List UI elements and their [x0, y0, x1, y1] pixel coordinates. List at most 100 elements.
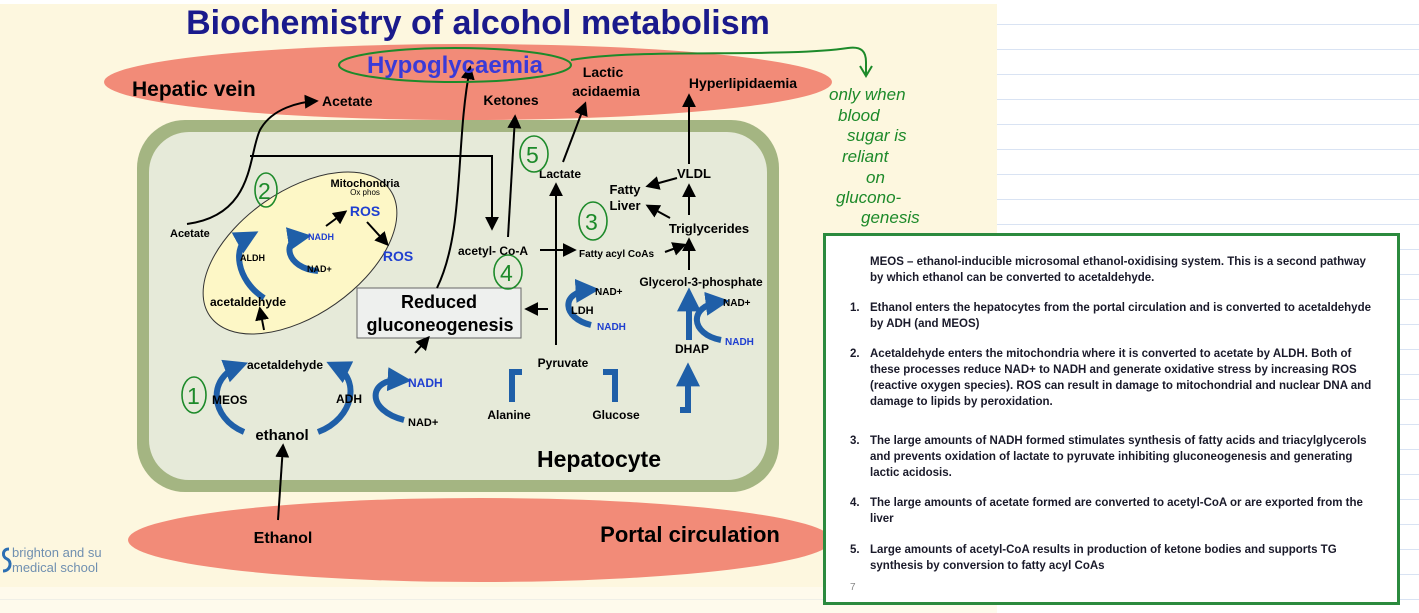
- ldh-nad-cycle-arrow: [565, 278, 600, 328]
- dhap-label: DHAP: [675, 342, 709, 356]
- annotation-pointer-line: [570, 46, 867, 74]
- list-item-text: Ethanol enters the hepatocytes from the …: [870, 302, 1372, 330]
- ethanol-portal-label: Ethanol: [254, 530, 313, 547]
- ldh-nadh-label: NADH: [597, 322, 626, 333]
- acetate-export-label: Acetate: [322, 93, 373, 109]
- step-number-5: 5: [526, 142, 539, 168]
- school-logo-icon: [2, 547, 12, 573]
- ox-phos-label: Ox phos: [350, 188, 380, 197]
- lactic-label-line2: acidaemia: [572, 83, 640, 99]
- list-item-number: 2.: [850, 348, 860, 360]
- aldh-arrow: [231, 231, 266, 301]
- ethanol-entry-arrow: [275, 443, 290, 521]
- step-number-4: 4: [500, 260, 513, 286]
- list-item-text: The large amounts of NADH formed stimula…: [870, 435, 1367, 479]
- list-item-number: 4.: [850, 497, 860, 509]
- logo-line-2: medical school: [12, 560, 98, 575]
- notes-intro: MEOS – ethanol-inducible microsomal etha…: [870, 256, 1366, 284]
- mito-acetaldehyde-label: acetaldehyde: [210, 295, 286, 309]
- glucose-to-dhap-arrow: [676, 362, 700, 413]
- lactate-to-acidaemia-arrow: [562, 101, 588, 163]
- step-circle-2: [254, 172, 278, 208]
- ros-label-1: ROS: [350, 203, 380, 219]
- note-line-3: sugar is: [847, 126, 907, 145]
- hepatocyte-label: Hepatocyte: [537, 446, 661, 472]
- dhap-nadh-label: NADH: [725, 337, 754, 348]
- list-item-number: 5.: [850, 544, 860, 556]
- step-circle-5: [519, 135, 549, 173]
- fatty-acyl-coas-label: Fatty acyl CoAs: [579, 249, 654, 260]
- step-number-1: 1: [187, 383, 200, 409]
- fatty-acyl-to-triglycerides-arrow: [664, 242, 687, 256]
- adh-nad-cycle-arrow: [372, 367, 412, 423]
- portal-circulation-vessel: [128, 498, 832, 582]
- dhap-nad-cycle-arrow: [693, 291, 730, 343]
- ldh-label: LDH: [571, 305, 594, 317]
- fatty-liver-label-line2: Liver: [609, 198, 640, 213]
- cytosol-acetaldehyde-label: acetaldehyde: [247, 358, 323, 372]
- alanine-label: Alanine: [487, 408, 531, 422]
- step-circle-1: [181, 376, 207, 414]
- adh-nadh-label: NADH: [408, 376, 443, 390]
- note-line-6: glucono-: [836, 188, 902, 207]
- mito-nadh-label: NADH: [308, 232, 334, 242]
- handwritten-annotations: [338, 46, 873, 83]
- ldh-nad-label: NAD+: [595, 287, 623, 298]
- glucose-to-pyruvate-arrow: [603, 369, 618, 402]
- list-item-number: 3.: [850, 435, 860, 447]
- list-item-text: The large amounts of acetate formed are …: [870, 497, 1363, 525]
- list-item-number: 1.: [850, 302, 860, 314]
- slide-number: 7: [850, 582, 856, 593]
- note-line-4: reliant: [842, 147, 890, 166]
- lactate-label: Lactate: [539, 167, 581, 181]
- school-logo-text: brighton and su medical school: [12, 545, 102, 575]
- acetaldehyde-into-mitochondria-arrow: [255, 306, 269, 331]
- hypoglycaemia-circle: [338, 47, 572, 83]
- meos-label: MEOS: [212, 393, 247, 407]
- nadh-to-ros-arrow: [325, 210, 348, 227]
- acetate-export-arrow: [186, 94, 319, 225]
- list-item-text: Acetaldehyde enters the mitochondria whe…: [870, 348, 1372, 408]
- mitochondrion: [202, 171, 398, 335]
- meos-arrow: [213, 359, 248, 435]
- aldh-label: ALDH: [240, 253, 265, 263]
- list-item-text: Large amounts of acetyl-CoA results in p…: [870, 544, 1337, 572]
- ethanol-cell-label: ethanol: [255, 427, 308, 444]
- logo-line-1: brighton and su: [12, 545, 102, 560]
- ketones-label: Ketones: [483, 92, 538, 108]
- lactic-label-line1: Lactic: [583, 64, 624, 80]
- note-line-1: only when: [829, 85, 906, 104]
- slide-title: Biochemistry of alcohol metabolism: [186, 4, 770, 42]
- note-line-5: on: [866, 168, 885, 187]
- alanine-to-pyruvate-arrow: [509, 369, 522, 402]
- reduced-label: Reduced: [401, 292, 477, 312]
- portal-circulation-label: Portal circulation: [600, 522, 780, 547]
- acetyl-coa-label: acetyl- Co-A: [458, 244, 528, 258]
- nadh-to-reduced-gluconeogenesis-arrow: [414, 335, 430, 354]
- triglycerides-to-fatty-liver-arrow: [645, 204, 671, 219]
- adh-label: ADH: [336, 392, 362, 406]
- vldl-label: VLDL: [677, 166, 711, 181]
- note-line-2: blood: [838, 106, 880, 125]
- triglycerides-label: Triglycerides: [669, 221, 749, 236]
- to-hypoglycaemia-arrow: [436, 65, 475, 289]
- step-number-2: 2: [258, 178, 271, 204]
- step-circle-4: [493, 254, 523, 290]
- step-number-3: 3: [585, 209, 598, 235]
- pyruvate-label: Pyruvate: [538, 356, 589, 370]
- alcohol-metabolism-diagram: Biochemistry of alcohol metabolism Hepat…: [104, 4, 920, 582]
- hepatic-vein-label: Hepatic vein: [132, 78, 256, 101]
- dhap-nad-label: NAD+: [723, 298, 751, 309]
- ros-to-ros-arrow: [366, 221, 389, 247]
- fatty-liver-label-line1: Fatty: [609, 182, 641, 197]
- note-line-7: genesis: [861, 208, 920, 227]
- mito-nad-cycle-arrow: [285, 227, 319, 274]
- adh-arrow: [316, 361, 354, 435]
- glucose-label: Glucose: [592, 408, 640, 422]
- gluconeogenesis-label: gluconeogenesis: [366, 315, 513, 335]
- mitochondria-label: Mitochondria: [330, 178, 400, 190]
- annotation-pointer-head: [859, 65, 873, 78]
- acetate-label: Acetate: [170, 228, 210, 240]
- vldl-to-fatty-liver-arrow: [645, 176, 678, 190]
- acetate-to-acetyl-coa-arrow: [250, 155, 499, 231]
